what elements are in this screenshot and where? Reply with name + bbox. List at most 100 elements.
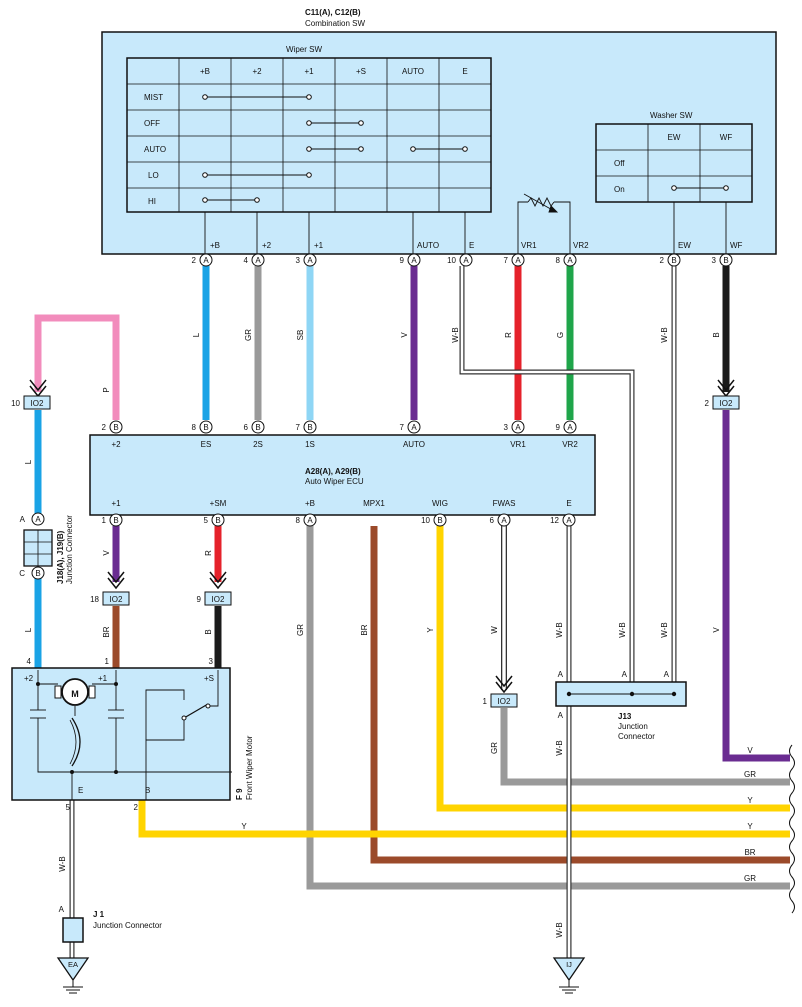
svg-text:4: 4 bbox=[244, 256, 249, 265]
combination-switch: C11(A), C12(B) Combination SW Wiper SW +… bbox=[101, 8, 777, 255]
wiper-row-lo: LO bbox=[148, 171, 159, 180]
svg-text:A: A bbox=[501, 516, 507, 525]
wiper-sw-title: Wiper SW bbox=[286, 45, 322, 54]
svg-text:VR1: VR1 bbox=[510, 440, 526, 449]
svg-text:V: V bbox=[400, 332, 409, 338]
svg-text:R: R bbox=[504, 332, 513, 338]
svg-text:C: C bbox=[19, 569, 25, 578]
ground-ij: IJ bbox=[552, 957, 586, 994]
variable-resistor-icon bbox=[517, 193, 571, 254]
wire-p bbox=[34, 314, 120, 420]
svg-text:B: B bbox=[712, 332, 721, 337]
svg-text:7: 7 bbox=[296, 423, 301, 432]
svg-text:FWAS: FWAS bbox=[493, 499, 516, 508]
svg-text:B: B bbox=[113, 516, 118, 525]
motor-internal-circuit bbox=[30, 670, 232, 800]
svg-text:L: L bbox=[192, 332, 201, 337]
svg-text:EA: EA bbox=[68, 960, 78, 969]
svg-text:B: B bbox=[145, 786, 150, 795]
svg-text:G: G bbox=[556, 332, 565, 338]
svg-text:+S: +S bbox=[204, 674, 214, 683]
combo-pin-auto: A9 bbox=[400, 253, 421, 267]
svg-text:12: 12 bbox=[550, 516, 559, 525]
svg-text:8: 8 bbox=[192, 423, 197, 432]
svg-text:5: 5 bbox=[66, 803, 71, 812]
combo-pin-vr2: A8 bbox=[556, 253, 577, 267]
svg-text:BR: BR bbox=[744, 848, 755, 857]
svg-text:SB: SB bbox=[296, 330, 305, 341]
svg-text:10: 10 bbox=[447, 256, 456, 265]
svg-text:B: B bbox=[215, 516, 220, 525]
combo-pin-wf: B3 bbox=[712, 253, 733, 267]
j13-code: J13 bbox=[618, 712, 632, 721]
washer-row-on: On bbox=[614, 185, 625, 194]
svg-text:B: B bbox=[113, 423, 118, 432]
motor-icon: M bbox=[54, 678, 96, 706]
washer-contacts bbox=[671, 185, 729, 191]
washer-col-wf: WF bbox=[720, 133, 733, 142]
wire-gr-plusb bbox=[306, 526, 790, 890]
wire-labels: L GR SB V W-B R G W-B B P L L V R BR B G… bbox=[24, 327, 721, 937]
wire-gr-io2 bbox=[500, 708, 790, 786]
svg-text:A: A bbox=[566, 516, 572, 525]
svg-text:B: B bbox=[255, 423, 260, 432]
svg-text:A: A bbox=[558, 711, 564, 720]
svg-text:VR1: VR1 bbox=[521, 241, 537, 250]
svg-text:2: 2 bbox=[660, 256, 665, 265]
svg-text:A: A bbox=[567, 256, 573, 265]
right-wire-labels: V GR Y Y BR GR bbox=[744, 746, 756, 883]
ecu-pin-plusb: A8 bbox=[296, 513, 317, 527]
svg-text:5: 5 bbox=[204, 516, 209, 525]
svg-text:W-B: W-B bbox=[618, 622, 627, 637]
svg-text:7: 7 bbox=[504, 256, 509, 265]
svg-text:9: 9 bbox=[400, 256, 405, 265]
wiper-row-hi: HI bbox=[148, 197, 156, 206]
svg-text:B: B bbox=[203, 423, 208, 432]
io2-plus1: IO2 18 bbox=[90, 571, 130, 606]
svg-text:IO2: IO2 bbox=[110, 595, 123, 604]
ecu-pin-wig: B10 bbox=[421, 513, 447, 527]
washer-sw-title: Washer SW bbox=[650, 111, 693, 120]
svg-text:EW: EW bbox=[678, 241, 691, 250]
svg-text:2: 2 bbox=[134, 803, 139, 812]
svg-text:A: A bbox=[567, 423, 573, 432]
svg-text:A: A bbox=[255, 256, 261, 265]
io2-sm: IO2 9 bbox=[197, 571, 232, 606]
svg-text:+2: +2 bbox=[111, 440, 121, 449]
svg-text:IO2: IO2 bbox=[31, 399, 44, 408]
ecu-top-labels: +2 ES 2S 1S AUTO VR1 VR2 bbox=[111, 440, 578, 449]
ground-ij-icon bbox=[559, 980, 579, 994]
svg-text:L: L bbox=[24, 459, 33, 464]
washer-col-ew: EW bbox=[668, 133, 681, 142]
ecu-pin-1s: B7 bbox=[296, 420, 317, 434]
washer-row-off: Off bbox=[614, 159, 625, 168]
svg-text:+SM: +SM bbox=[210, 499, 227, 508]
svg-text:10: 10 bbox=[421, 516, 430, 525]
svg-text:W-B: W-B bbox=[451, 327, 460, 342]
motor-name: Front Wiper Motor bbox=[245, 735, 254, 800]
ground-ea-icon bbox=[63, 980, 83, 994]
svg-text:6: 6 bbox=[244, 423, 249, 432]
ecu-pin-vr2: A9 bbox=[556, 420, 577, 434]
svg-text:W-B: W-B bbox=[660, 622, 669, 637]
svg-text:AUTO: AUTO bbox=[417, 241, 439, 250]
io2-connectors: IO2 10 IO2 2 IO2 18 IO2 9 IO2 1 bbox=[11, 379, 740, 708]
ecu-pin-plus2: B2 bbox=[102, 420, 123, 434]
wiper-col-s: +S bbox=[356, 67, 366, 76]
j13-name2: Connector bbox=[618, 732, 655, 741]
svg-text:P: P bbox=[102, 387, 111, 392]
j13-name: Junction bbox=[618, 722, 648, 731]
ecu-pin-sm: B5 bbox=[204, 513, 225, 527]
svg-text:WIG: WIG bbox=[432, 499, 448, 508]
wiper-col-auto: AUTO bbox=[402, 67, 424, 76]
svg-text:W-B: W-B bbox=[58, 856, 67, 871]
ecu-pin-e: A 12 bbox=[550, 513, 576, 527]
svg-text:1S: 1S bbox=[305, 440, 315, 449]
svg-text:4: 4 bbox=[27, 657, 32, 666]
svg-text:BR: BR bbox=[102, 626, 111, 637]
svg-text:+1: +1 bbox=[314, 241, 324, 250]
svg-text:M: M bbox=[71, 689, 79, 699]
svg-text:A: A bbox=[203, 256, 209, 265]
svg-text:+2: +2 bbox=[24, 674, 34, 683]
